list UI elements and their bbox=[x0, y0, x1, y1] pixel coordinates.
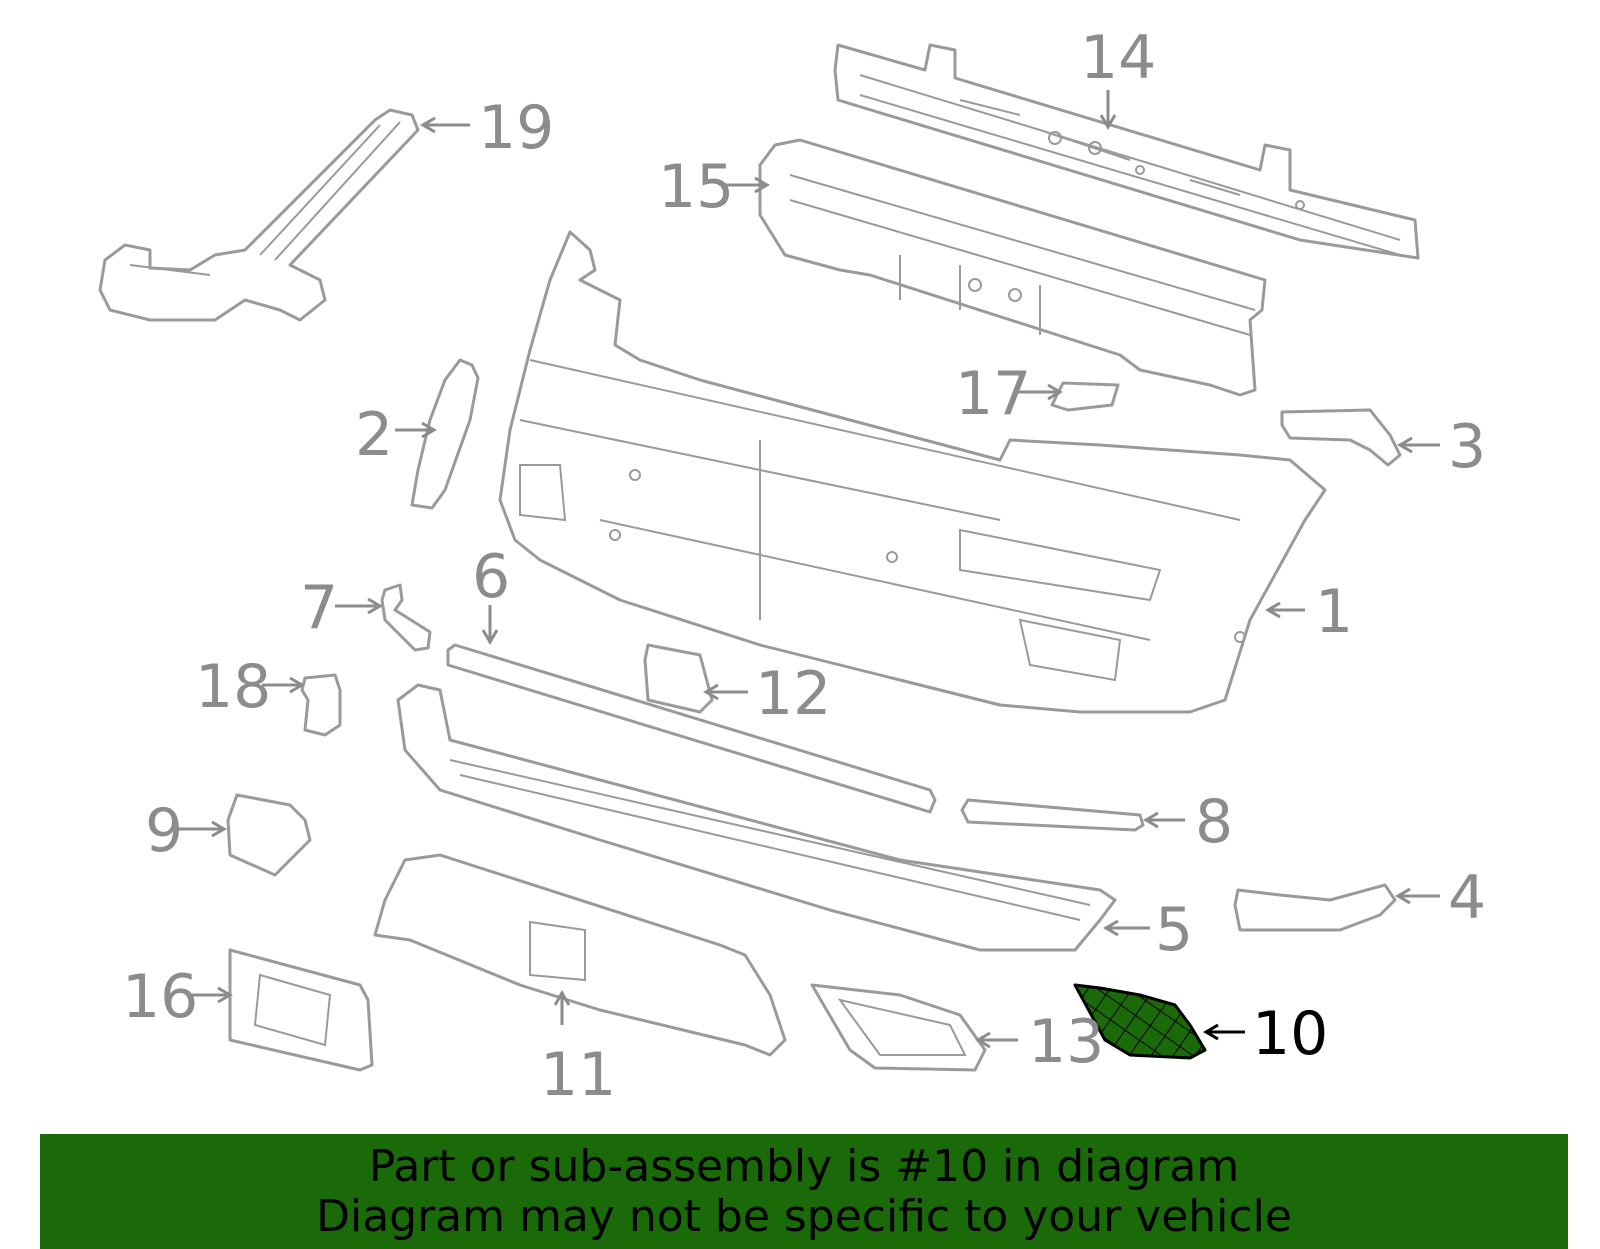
part-19-tow-hook bbox=[98, 108, 420, 322]
part-11-lower-grille bbox=[373, 853, 787, 1057]
callout-13: 13 bbox=[975, 1007, 1104, 1077]
callout-8: 8 bbox=[1143, 787, 1233, 857]
part-6-strip bbox=[446, 643, 937, 814]
callout-11: 11 bbox=[540, 990, 616, 1110]
callout-label: 15 bbox=[658, 152, 734, 222]
callout-label: 9 bbox=[145, 796, 183, 866]
callout-label: 12 bbox=[755, 659, 831, 729]
part-13-fog-bezel bbox=[810, 983, 987, 1072]
callout-label: 2 bbox=[355, 400, 393, 470]
part-4-bracket bbox=[1233, 883, 1397, 932]
callout-label: 3 bbox=[1448, 412, 1486, 482]
callout-label: 7 bbox=[300, 573, 338, 643]
part-10-grille-insert bbox=[1073, 983, 1207, 1060]
callout-label: 17 bbox=[955, 359, 1031, 429]
callout-label: 4 bbox=[1448, 863, 1486, 933]
callout-label: 8 bbox=[1195, 787, 1233, 857]
part-3-trim bbox=[1280, 408, 1402, 467]
part-5-lower-valance bbox=[396, 683, 1117, 952]
callout-label: 1 bbox=[1315, 577, 1353, 647]
callout-1: 1 bbox=[1265, 577, 1353, 647]
part-18-clip bbox=[300, 673, 342, 737]
callout-10: 10 bbox=[1203, 999, 1328, 1069]
callout-9: 9 bbox=[145, 796, 227, 866]
part-15-energy-absorber bbox=[758, 138, 1267, 397]
callout-label: 6 bbox=[472, 542, 510, 612]
part-7-clip bbox=[380, 583, 432, 652]
callout-3: 3 bbox=[1397, 412, 1486, 482]
callout-label: 16 bbox=[122, 962, 198, 1032]
callout-label: 11 bbox=[540, 1040, 616, 1110]
part-2-bracket bbox=[410, 358, 480, 510]
callout-label: 5 bbox=[1155, 895, 1193, 965]
callout-label: 14 bbox=[1080, 23, 1156, 93]
callout-12: 12 bbox=[703, 659, 831, 729]
part-8-strip bbox=[960, 798, 1145, 832]
callout-14: 14 bbox=[1080, 23, 1156, 130]
callout-16: 16 bbox=[122, 962, 233, 1032]
callout-19: 19 bbox=[420, 93, 554, 163]
callout-7: 7 bbox=[300, 573, 383, 643]
callout-label: 10 bbox=[1252, 999, 1328, 1069]
banner-line-2: Diagram may not be specific to your vehi… bbox=[316, 1190, 1292, 1242]
callout-label: 19 bbox=[478, 93, 554, 163]
info-banner: Part or sub-assembly is #10 in diagram D… bbox=[40, 1134, 1568, 1249]
callout-6: 6 bbox=[472, 542, 510, 645]
callout-18: 18 bbox=[195, 652, 305, 722]
callout-4: 4 bbox=[1395, 863, 1486, 933]
part-9-bracket bbox=[226, 793, 312, 877]
part-16-license-bracket bbox=[228, 948, 374, 1072]
callout-label: 13 bbox=[1028, 1007, 1104, 1077]
callout-5: 5 bbox=[1103, 895, 1193, 965]
callout-15: 15 bbox=[658, 152, 770, 222]
banner-line-1: Part or sub-assembly is #10 in diagram bbox=[368, 1140, 1240, 1192]
callout-17: 17 bbox=[955, 359, 1063, 429]
part-14-bumper-beam bbox=[833, 43, 1420, 260]
part-17-cap bbox=[1050, 381, 1120, 412]
part-1-bumper-fascia bbox=[498, 230, 1327, 714]
callout-2: 2 bbox=[355, 400, 437, 470]
part-12-bezel bbox=[643, 643, 714, 714]
callout-label: 18 bbox=[195, 652, 271, 722]
